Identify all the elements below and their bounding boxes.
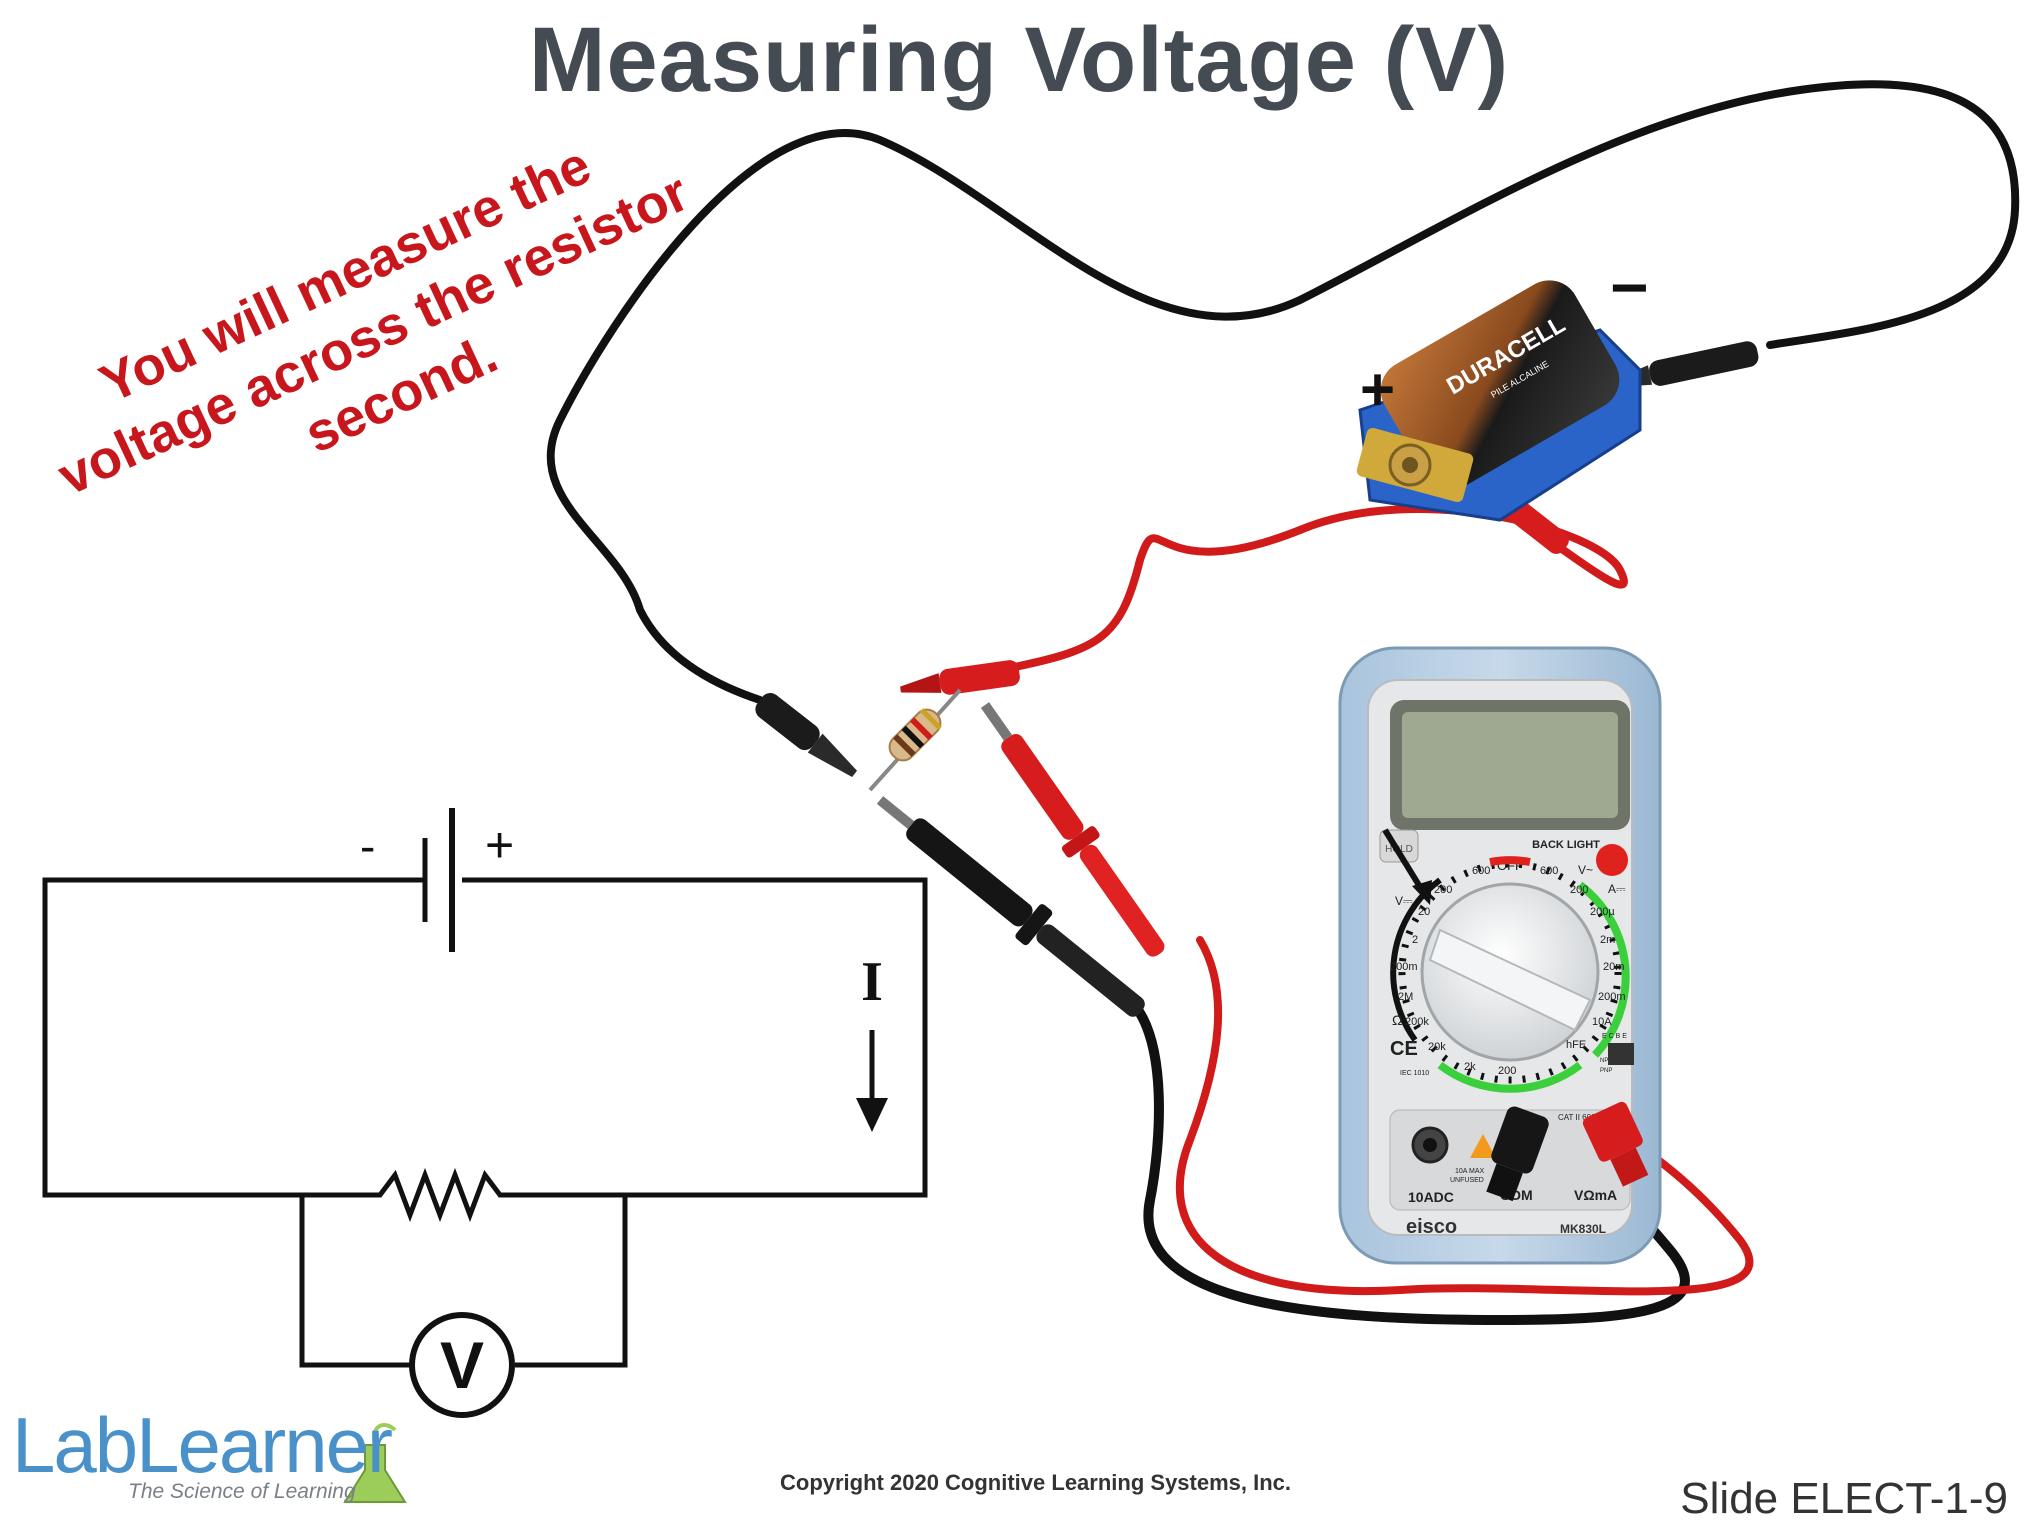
red-alligator-clip — [900, 660, 1020, 695]
dial-label-2v: 2 — [1412, 934, 1418, 946]
dial-label-20k-ohm: 20k — [1428, 1041, 1446, 1053]
red-probe — [980, 702, 1165, 957]
iec-label: IEC 1010 — [1400, 1070, 1429, 1077]
black-alligator-clip — [755, 693, 858, 778]
dial-label-200-ohm: 200 — [1498, 1065, 1516, 1077]
lablearner-logo: LabLearner — [12, 1401, 393, 1489]
red-probe-lead — [1175, 936, 1754, 1296]
logo-tagline: The Science of Learning — [128, 1480, 356, 1503]
dial-label-2ma: 2m — [1600, 934, 1615, 946]
black-probe — [876, 796, 1145, 1017]
dial-label-20ma: 20m — [1603, 961, 1624, 973]
dial-label-600v-ac: 600 — [1540, 865, 1558, 877]
dial-label-hfe: hFE — [1566, 1039, 1586, 1051]
page-title: Measuring Voltage (V) — [528, 9, 1510, 111]
port-10adc-label: 10ADC — [1408, 1189, 1454, 1205]
backlight-label: BACK LIGHT — [1532, 839, 1600, 851]
battery-plus-label: + — [1360, 356, 1395, 423]
unfused-label: UNFUSED — [1450, 1177, 1484, 1184]
dial-label-10a: 10A — [1592, 1016, 1612, 1028]
flask-icon — [343, 1423, 407, 1503]
dial-label-200k-ohm: 200k — [1405, 1016, 1429, 1028]
ohm-label: Ω — [1392, 1012, 1402, 1028]
dial-label-2k-ohm: 2k — [1464, 1061, 1476, 1073]
meter-model: MK830L — [1560, 1222, 1606, 1236]
lcd-display — [1402, 712, 1618, 818]
red-wire-battery — [996, 505, 1628, 674]
copyright-notice: Copyright 2020 Cognitive Learning System… — [780, 1470, 1292, 1495]
red-plug — [1582, 1101, 1649, 1187]
ce-mark: CE — [1390, 1038, 1418, 1060]
npn-label: NPN — [1600, 1058, 1613, 1064]
black-wire-battery — [546, 80, 2020, 704]
dial-label-200ua: 200µ — [1590, 906, 1615, 918]
10a-max-label: 10A MAX — [1455, 1168, 1485, 1175]
v-dc-label: V⎓ — [1395, 894, 1413, 908]
voltmeter-label: V — [440, 1328, 484, 1402]
pnp-label: PNP — [1600, 1068, 1612, 1074]
dial-label-200mv: 200m — [1390, 961, 1418, 973]
cat-label: CAT II 600V — [1558, 1113, 1602, 1122]
schematic-minus-label: - — [360, 820, 375, 872]
v-ac-label: V~ — [1578, 863, 1593, 877]
a-dc-label: A⎓ — [1608, 882, 1626, 896]
dial-label-600v-dc: 600 — [1472, 865, 1490, 877]
hfe-socket[interactable] — [1608, 1043, 1634, 1065]
slide-id: Slide ELECT-1-9 — [1680, 1474, 2008, 1523]
backlight-button[interactable] — [1596, 844, 1628, 876]
port-v-label: VΩmA — [1574, 1187, 1617, 1203]
current-arrow — [856, 1098, 888, 1132]
ecbe-label: E C B E — [1602, 1033, 1627, 1040]
circuit-schematic — [42, 808, 928, 1418]
dial-label-200v-ac: 200 — [1570, 884, 1588, 896]
meter-brand: eisco — [1406, 1216, 1457, 1238]
resistor-component — [868, 688, 962, 792]
dial-label-20v: 20 — [1418, 906, 1430, 918]
dial-label-200v-dc: 200 — [1434, 884, 1452, 896]
black-plug — [1486, 1106, 1549, 1202]
multimeter: HOLD BACK LIGHT OFF 600 200 20 2 200m 2M… — [1338, 646, 1662, 1265]
battery-holder: DURACELL PILE ALCALINE — [1356, 280, 1642, 522]
dial-label-200ma: 200m — [1598, 991, 1626, 1003]
current-label: I — [861, 951, 883, 1013]
battery-minus-label: − — [1610, 250, 1649, 324]
schematic-plus-label: + — [485, 817, 514, 873]
dial-label-2m-ohm: 2M — [1398, 991, 1413, 1003]
